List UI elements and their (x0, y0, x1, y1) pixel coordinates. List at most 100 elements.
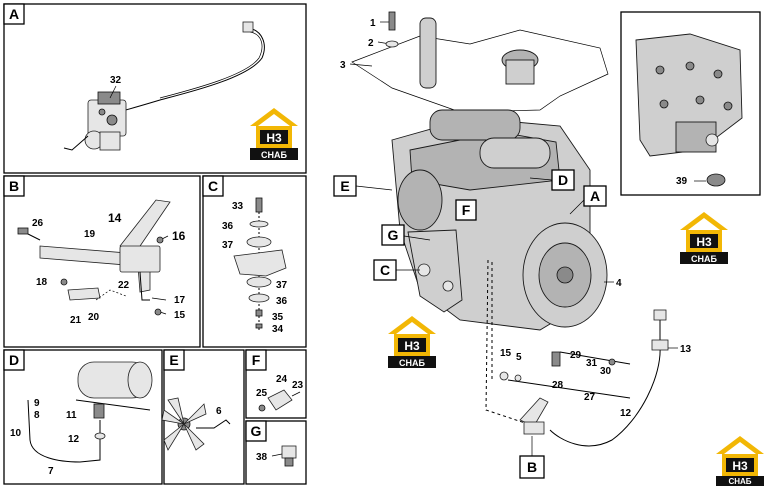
svg-text:CHAБ: CHAБ (691, 254, 717, 264)
cable-end-fitting (242, 21, 254, 33)
label-20: 20 (88, 312, 100, 323)
panel-c: C 33 36 37 37 36 35 34 (202, 175, 307, 348)
svg-text:H3: H3 (696, 235, 712, 249)
label-9: 9 (34, 398, 40, 409)
label-34: 34 (272, 324, 284, 335)
label-8: 8 (34, 410, 40, 421)
panel-e-letter-box (163, 349, 185, 371)
panel-e-letter: E (169, 352, 178, 368)
intake-pipe (429, 109, 521, 141)
callout-f-box (455, 199, 477, 221)
callout-g: G (388, 227, 399, 243)
logo-bottom-right: H3 CHAБ (716, 436, 764, 486)
sensor-plate (67, 287, 101, 301)
label-37b: 37 (276, 280, 288, 291)
label-2: 2 (368, 38, 374, 49)
exhaust-stack (419, 17, 437, 89)
engine-labels: 1 2 3 4 13 15 5 29 31 30 28 27 12 (340, 18, 692, 419)
label-37: 37 (222, 240, 234, 251)
callout-a-box (583, 185, 607, 207)
panel-b: B 26 19 14 16 18 22 17 15 21 20 (3, 175, 201, 348)
panel-e: E 6 (161, 349, 245, 485)
throttle-valve-assembly (63, 91, 127, 151)
fan-pulley (397, 169, 443, 231)
panel-f-letter-box (245, 349, 267, 371)
engine-mount (233, 249, 287, 277)
svg-text:CHAБ: CHAБ (399, 358, 425, 368)
label-36: 36 (222, 221, 234, 232)
label-26: 26 (32, 218, 44, 229)
inset-grommet (706, 173, 726, 187)
label-1: 1 (370, 18, 376, 29)
panel-g-letter: G (251, 423, 262, 439)
label-18: 18 (36, 277, 48, 288)
label-33: 33 (232, 201, 244, 212)
label-22: 22 (118, 280, 130, 291)
panel-d-letter: D (9, 352, 19, 368)
callout-a: A (590, 188, 600, 204)
label-4: 4 (616, 278, 622, 289)
label-32: 32 (110, 75, 122, 86)
logo-panel-a: H3 CHAБ (250, 108, 298, 160)
svg-text:H3: H3 (404, 339, 420, 353)
panel-a-letter: A (9, 6, 19, 22)
label-17: 17 (174, 295, 186, 306)
label-6: 6 (216, 406, 222, 417)
label-5: 5 (516, 352, 522, 363)
label-29: 29 (570, 350, 582, 361)
label-16: 16 (172, 229, 186, 243)
label-36b: 36 (276, 296, 288, 307)
panel-a-letter-box (3, 3, 25, 25)
pedal-housing (119, 245, 161, 273)
panel-g: G 38 (245, 420, 307, 485)
label-15-main: 15 (500, 348, 512, 359)
label-11: 11 (66, 410, 77, 421)
label-35: 35 (272, 312, 284, 323)
label-23: 23 (292, 380, 304, 391)
panel-b-letter: B (9, 178, 19, 194)
sensor-f (267, 389, 293, 411)
label-39: 39 (676, 176, 688, 187)
label-38: 38 (256, 452, 268, 463)
panel-d-letter-box (3, 349, 25, 371)
label-21: 21 (70, 315, 82, 326)
label-12: 12 (620, 408, 632, 419)
callout-f: F (462, 202, 471, 218)
svg-text:H3: H3 (266, 131, 282, 145)
label-30: 30 (600, 366, 612, 377)
throttle-cable-shadow (159, 31, 263, 99)
turbo-pipe (479, 137, 551, 169)
panel-g-letter-box (245, 420, 267, 442)
panel-c-letter-box (202, 175, 224, 197)
label-28: 28 (552, 380, 564, 391)
callout-e: E (340, 178, 349, 194)
label-19: 19 (84, 229, 96, 240)
panel-a: A 32 (3, 3, 307, 174)
engine-callouts: E D A F G C B (333, 169, 607, 479)
panel-f: F 24 25 23 (245, 349, 307, 419)
label-24: 24 (276, 374, 288, 385)
callout-b: B (527, 459, 537, 475)
inset-detail: 39 (620, 11, 761, 196)
panel-f-letter: F (252, 352, 261, 368)
panel-b-letter-box (3, 175, 25, 197)
callout-c: C (380, 262, 390, 278)
label-27: 27 (584, 392, 596, 403)
throttle-cable (117, 27, 265, 113)
label-15: 15 (174, 310, 186, 321)
label-31: 31 (586, 358, 598, 369)
svg-text:CHAБ: CHAБ (261, 150, 287, 160)
engine-assembly (349, 11, 678, 447)
label-7: 7 (48, 466, 54, 477)
label-14: 14 (108, 211, 122, 225)
engine-front (407, 229, 463, 313)
callout-g-box (381, 224, 405, 246)
fan-blade (161, 397, 207, 451)
label-3: 3 (340, 60, 346, 71)
sensor-g (281, 445, 297, 459)
svg-text:H3: H3 (732, 459, 748, 473)
panel-d: D 9 8 10 11 12 7 (3, 349, 163, 485)
hood-panel (351, 29, 609, 113)
logo-engine-left: H3 CHAБ (388, 316, 436, 368)
